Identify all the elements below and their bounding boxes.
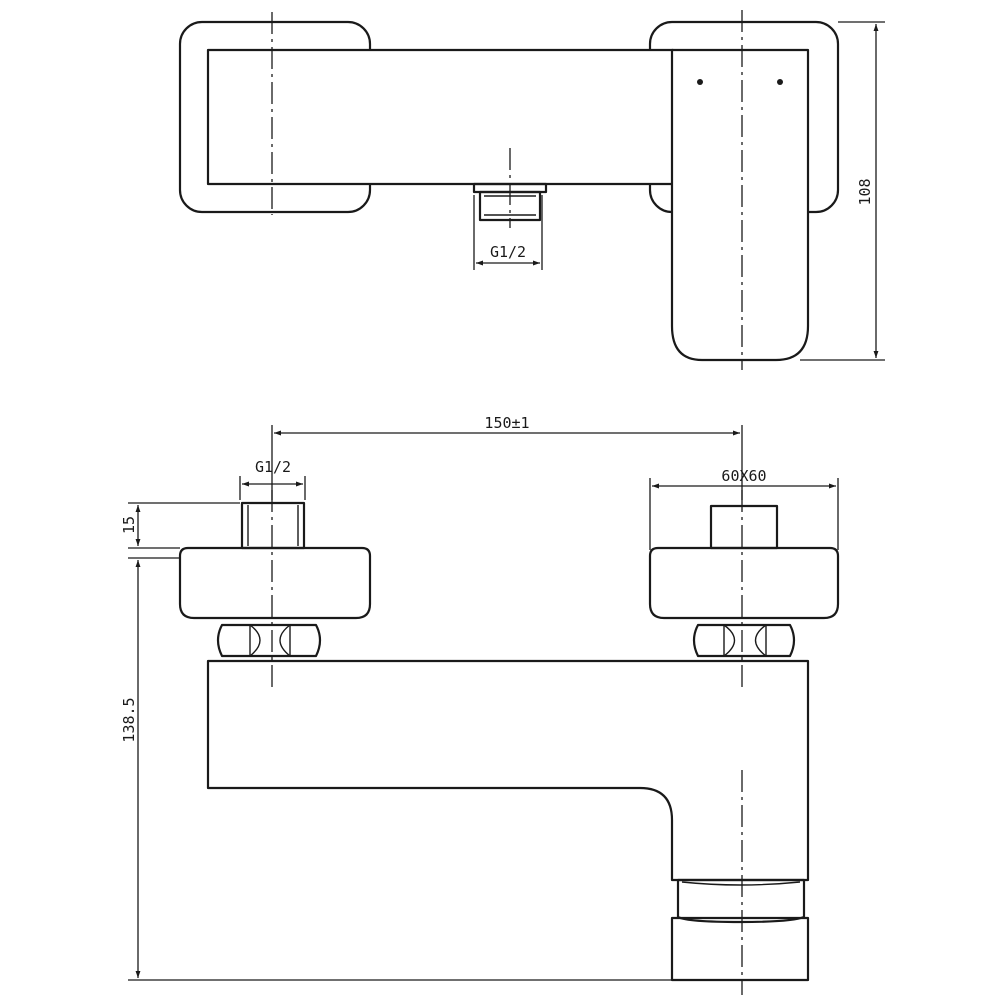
- thread-length-label: 15: [120, 516, 138, 534]
- overall-depth-label: 108: [856, 178, 874, 205]
- thread-length-dimension: 15: [120, 502, 240, 549]
- right-inlet-thread: [709, 504, 779, 550]
- top-view: G1/2 108: [178, 10, 885, 370]
- handle-pin-left: [697, 79, 703, 85]
- outlet-thread-label: G1/2: [490, 243, 526, 261]
- outlet-thread-dimension: G1/2: [473, 195, 543, 270]
- mixer-body-front: [206, 659, 810, 882]
- inlet-thread-label: G1/2: [255, 458, 291, 476]
- front-view: 150±1 G1/2 60X60: [120, 414, 840, 995]
- left-escutcheon-front: [178, 546, 372, 620]
- overall-height-dimension: 138.5: [120, 557, 672, 981]
- spout-aerator: [676, 878, 806, 924]
- overall-depth-dimension: 108: [800, 21, 885, 361]
- inlet-thread-dimension: G1/2: [239, 458, 306, 500]
- escutcheon-size-dimension: 60X60: [649, 467, 839, 550]
- left-hex-nut: [216, 623, 322, 658]
- right-escutcheon-front: [648, 546, 840, 620]
- left-inlet-thread: [240, 501, 306, 550]
- handle-pin-right: [777, 79, 783, 85]
- lever-handle-top: [670, 48, 810, 362]
- center-distance-dimension: 150±1: [271, 414, 743, 500]
- mixer-body-top: [206, 48, 675, 186]
- right-hex-nut: [692, 623, 796, 658]
- center-distance-label: 150±1: [484, 414, 529, 432]
- escutcheon-size-label: 60X60: [721, 467, 766, 485]
- lever-handle-front: [670, 916, 810, 982]
- overall-height-label: 138.5: [120, 697, 138, 742]
